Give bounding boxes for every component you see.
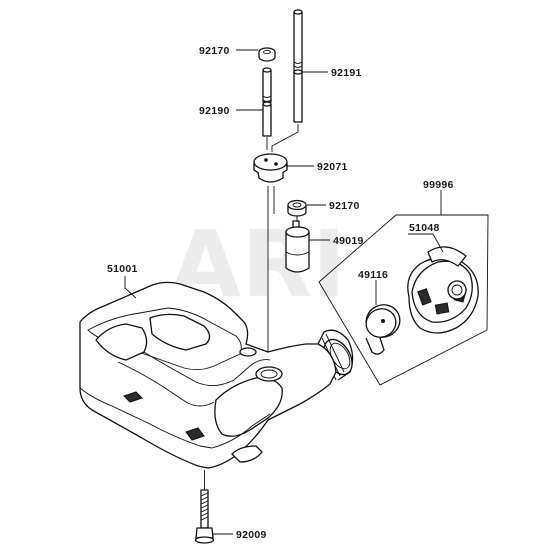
label-92170-top: 92170 bbox=[199, 45, 230, 57]
part-51001-fuel-tank bbox=[79, 281, 337, 469]
part-92170-mid-ring bbox=[287, 199, 307, 217]
part-92009-bolt bbox=[194, 489, 215, 544]
tube-link-line bbox=[271, 124, 299, 152]
label-92190: 92190 bbox=[199, 105, 230, 117]
label-99996: 99996 bbox=[423, 179, 454, 191]
part-49019-filter bbox=[285, 220, 310, 273]
label-92191: 92191 bbox=[331, 67, 362, 79]
cap-assembly-frame bbox=[318, 214, 489, 386]
label-51048: 51048 bbox=[409, 222, 440, 234]
part-92170-top-ring bbox=[258, 47, 276, 62]
part-49116-vent bbox=[365, 304, 401, 355]
part-92191-tube bbox=[293, 9, 303, 123]
leader-lines bbox=[124, 49, 444, 535]
label-51001: 51001 bbox=[107, 263, 138, 275]
label-49116: 49116 bbox=[358, 269, 388, 281]
label-92170-mid: 92170 bbox=[329, 200, 360, 212]
label-92071: 92071 bbox=[317, 161, 348, 173]
part-labels: 92170 92191 92190 92071 92170 49019 9999… bbox=[107, 45, 454, 541]
part-51048-cap bbox=[407, 246, 479, 334]
part-92071-grommet bbox=[253, 153, 288, 183]
part-92190-tube bbox=[262, 67, 272, 137]
label-92009: 92009 bbox=[236, 529, 267, 541]
label-49019: 49019 bbox=[333, 235, 364, 247]
